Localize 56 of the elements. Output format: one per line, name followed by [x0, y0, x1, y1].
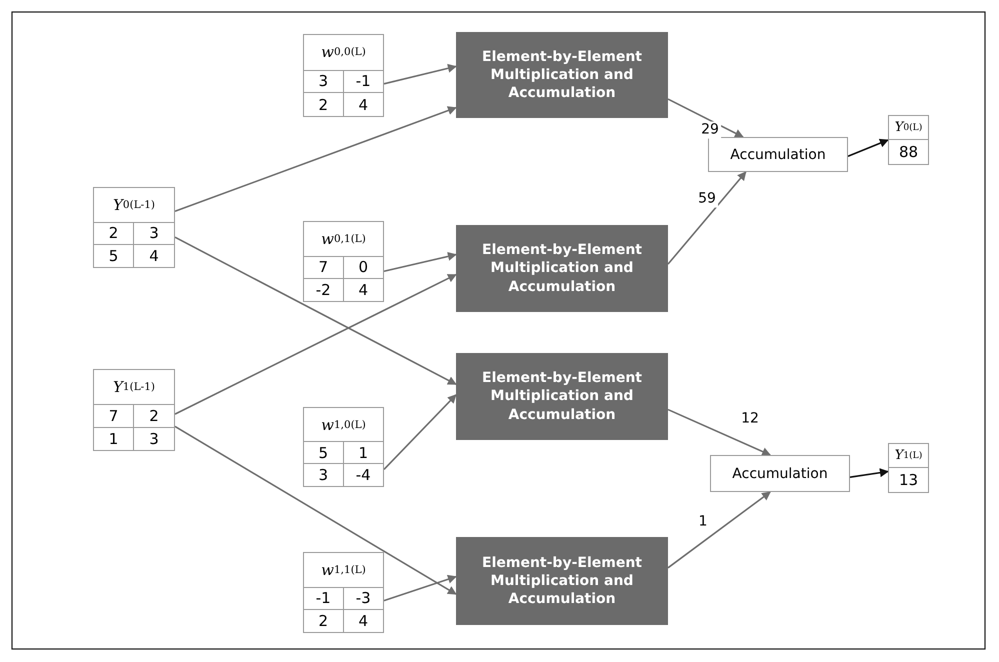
matrix-value: 13: [898, 470, 920, 491]
arrow: [667, 171, 746, 265]
edge-label: 59: [696, 190, 718, 208]
arrow: [174, 274, 457, 415]
edge-label: 29: [699, 122, 721, 138]
matrix-value: 1: [94, 428, 134, 450]
matrix-value: -1: [304, 588, 344, 610]
matrix-value: 7: [304, 256, 344, 279]
matrix-value: 2: [304, 93, 344, 116]
arrow: [848, 138, 889, 157]
process-box: Element-by-Element Multiplication and Accumulation: [456, 225, 668, 312]
matrix-table: [303, 407, 384, 487]
matrix-table: [303, 34, 384, 117]
matrix-value: 5: [94, 244, 134, 267]
matrix-value: 88: [898, 142, 920, 163]
arrow: [383, 394, 457, 470]
arrow: [668, 408, 772, 456]
accumulation-box: Accumulation: [708, 137, 848, 172]
matrix-value: 2: [94, 222, 134, 245]
matrix-table: [303, 221, 384, 302]
matrix-value: 4: [148, 246, 160, 267]
arrow: [384, 64, 457, 85]
matrix-table: [303, 552, 384, 633]
matrix-value: -1: [344, 70, 383, 94]
matrix-value: 3: [148, 428, 160, 450]
process-box: Element-by-Element Multiplication and Accumulation: [456, 537, 668, 625]
matrix-value: -4: [354, 465, 372, 486]
matrix-value: 1: [344, 442, 383, 464]
arrow: [174, 236, 457, 386]
matrix-table: [93, 369, 175, 451]
matrix-value: -3: [344, 588, 383, 610]
arrow: [384, 574, 457, 602]
matrix-value: 5: [304, 442, 344, 464]
arrow: [668, 491, 771, 568]
arrow: [668, 98, 744, 138]
matrix-value: 4: [357, 280, 370, 301]
matrix-value: 2: [304, 610, 344, 632]
matrix-value: 2: [134, 405, 174, 428]
matrix-value: 4: [357, 94, 370, 116]
arrow: [850, 468, 889, 478]
output-table: [888, 115, 929, 165]
arrow: [384, 252, 457, 272]
arrow: [174, 106, 457, 212]
output-table: [888, 443, 929, 493]
matrix-value: 0: [344, 256, 383, 279]
process-box: Element-by-Element Multiplication and Accumulation: [456, 32, 668, 118]
matrix-value: 3: [304, 464, 344, 486]
matrix-value: -2: [304, 278, 344, 301]
matrix-value: 4: [357, 610, 370, 632]
matrix-value: 3: [134, 222, 174, 245]
arrow: [174, 426, 457, 595]
matrix-value: 3: [304, 70, 344, 94]
process-box: Element-by-Element Multiplication and Accumulation: [456, 353, 668, 440]
matrix-table: [93, 187, 175, 268]
accumulation-box: Accumulation: [710, 455, 850, 492]
matrix-value: 7: [94, 405, 134, 428]
